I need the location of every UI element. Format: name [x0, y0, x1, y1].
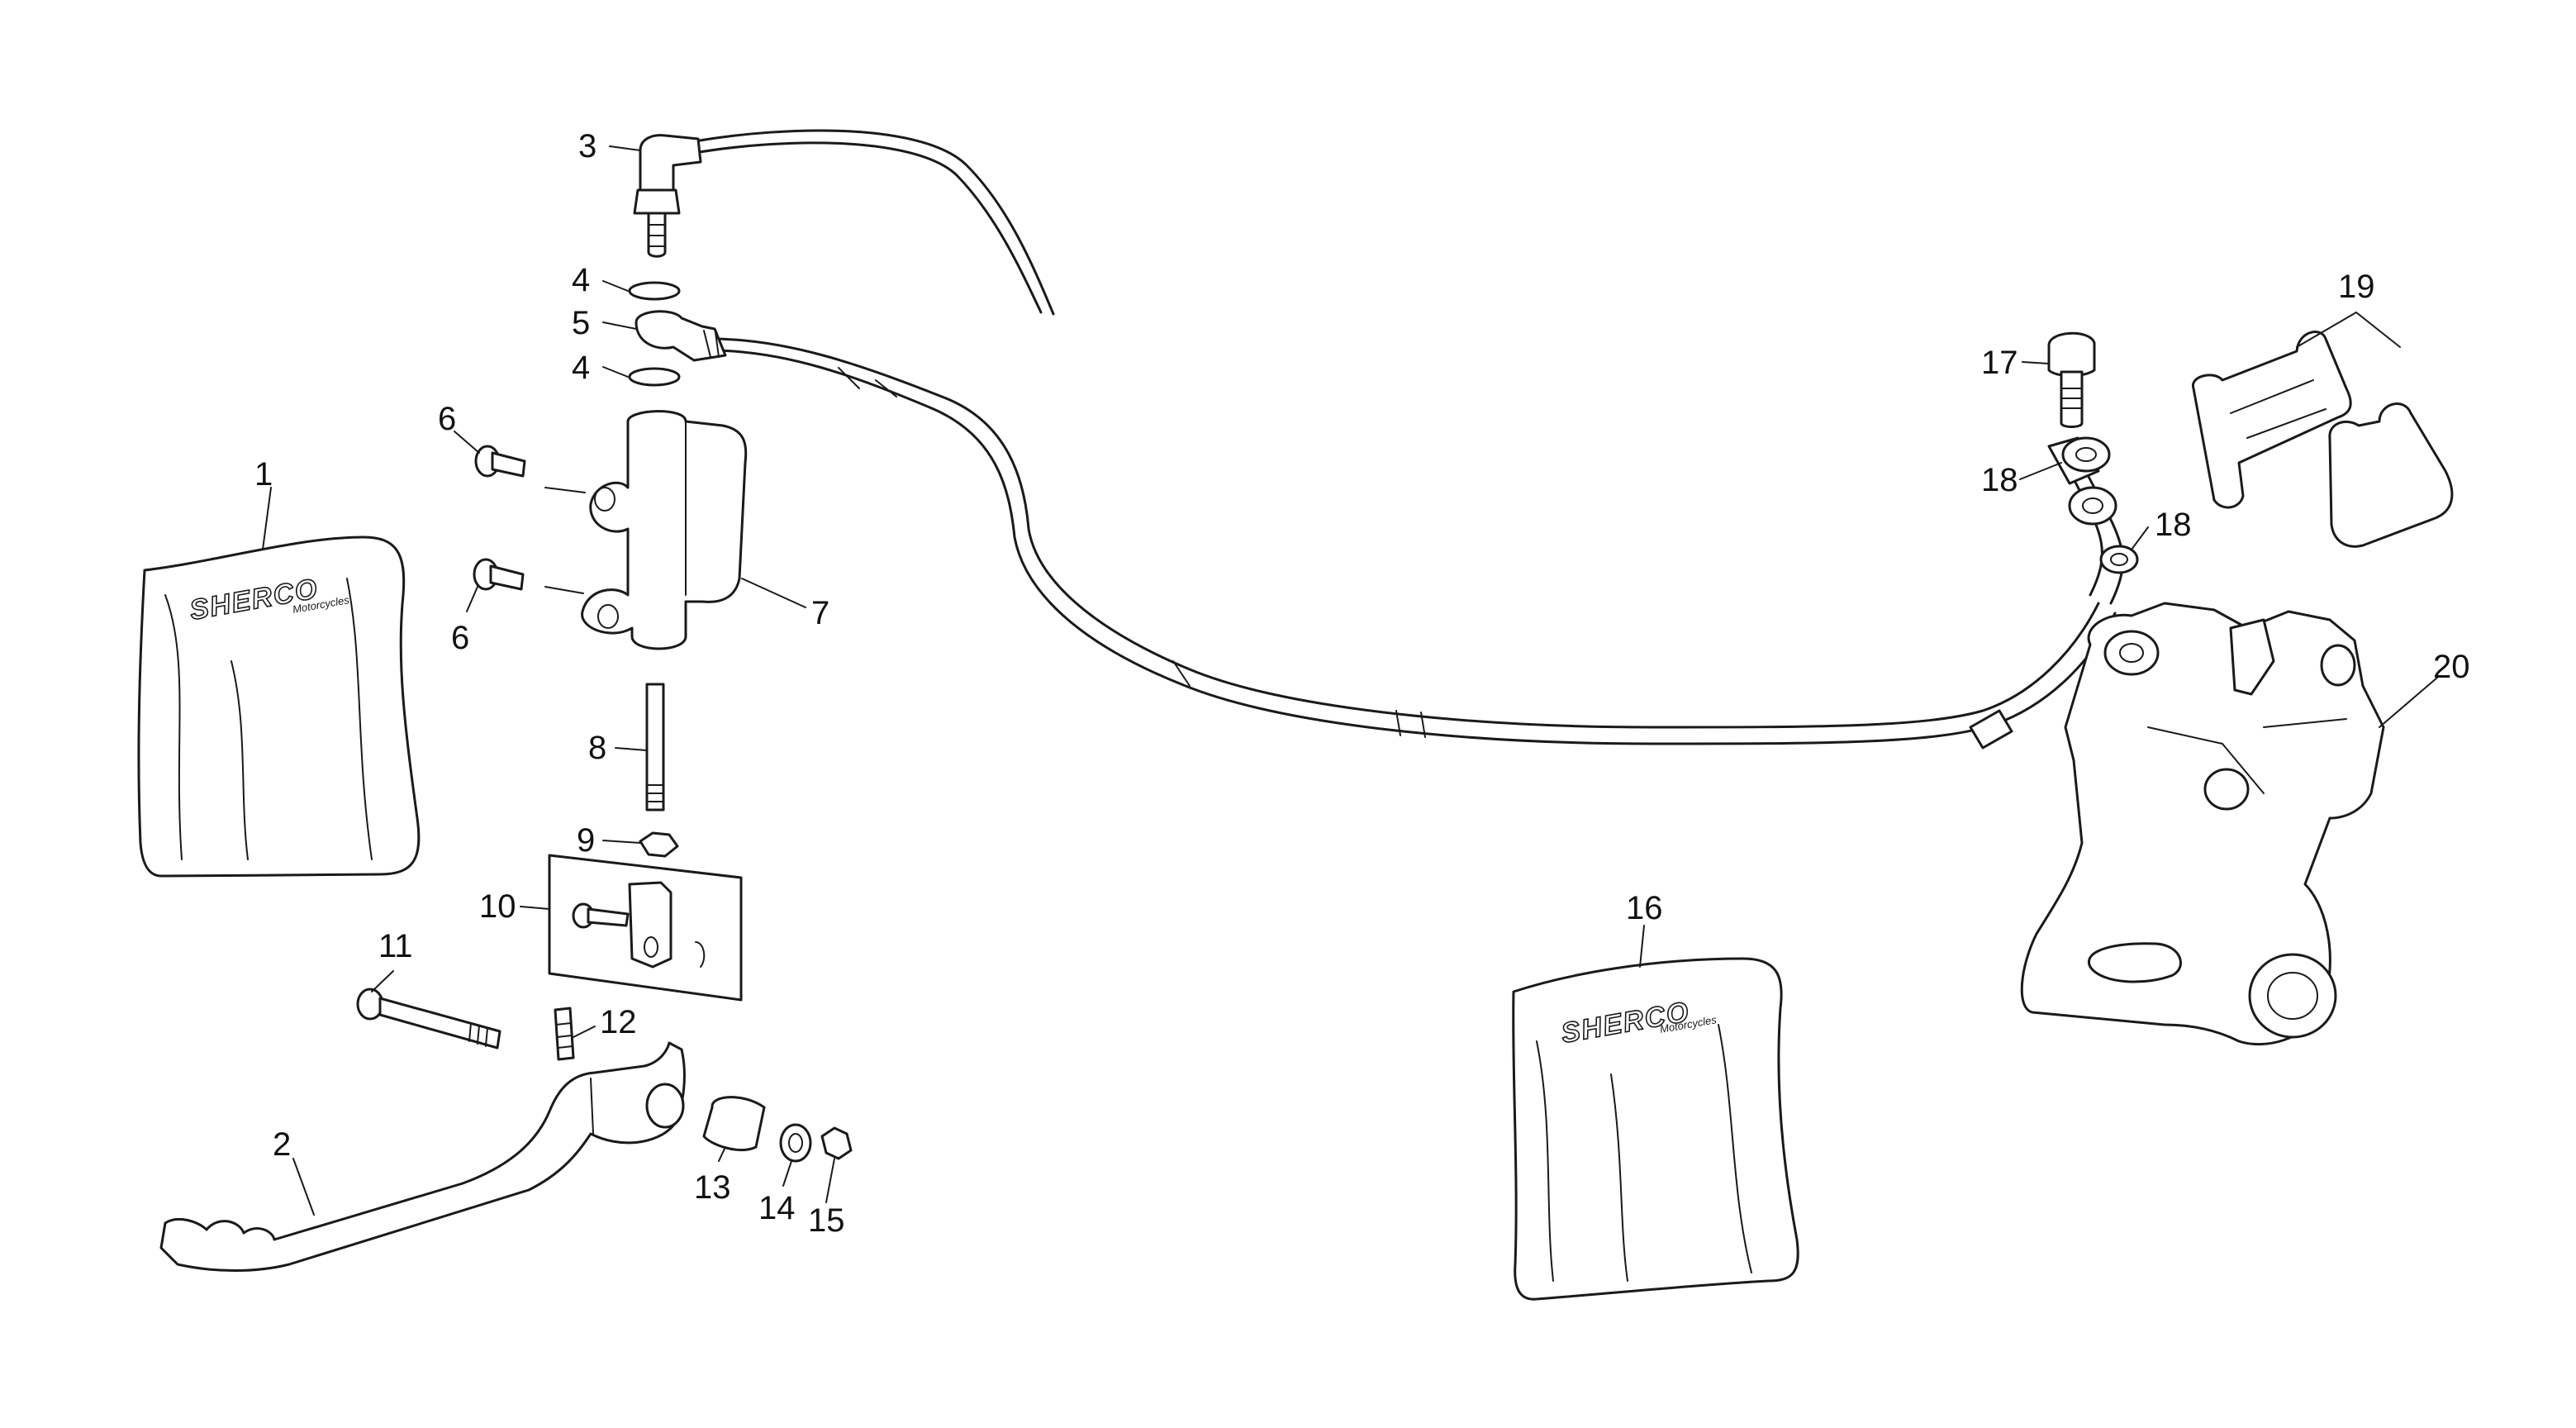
part-4-washer-lower: [628, 367, 681, 387]
part-2-brake-pedal: [159, 1041, 686, 1272]
callout-14: 14: [758, 1190, 796, 1226]
callout-9: 9: [577, 822, 595, 859]
leader-lines: [262, 145, 2438, 1216]
main-brake-hose: [709, 337, 2117, 745]
callout-18-lower: 18: [2155, 507, 2192, 543]
callout-10: 10: [479, 888, 516, 925]
part-1-bag: SHERCO Motorcycles: [137, 536, 421, 878]
part-17-bolt: [2047, 331, 2096, 428]
part-11-pivot-bolt: [356, 988, 501, 1050]
part-15-nut: [820, 1126, 853, 1160]
callout-17: 17: [1981, 345, 2018, 381]
part-13-spacer: [702, 1096, 766, 1152]
callout-4-upper: 4: [572, 262, 590, 298]
part-5-banjo-fitting: [634, 310, 727, 362]
part-18-washer-upper: [2061, 436, 2111, 473]
part-9-nut: [639, 831, 679, 858]
part-19-brake-pad-front: [2192, 331, 2352, 509]
part-18-washer-lower: [2099, 545, 2139, 574]
callout-11: 11: [378, 928, 413, 964]
part-8-push-rod: [645, 683, 665, 812]
callout-18-upper: 18: [1981, 462, 2018, 498]
part-7-master-cylinder: [581, 410, 748, 650]
callout-2: 2: [273, 1126, 291, 1163]
part-20-brake-caliper: [2020, 602, 2385, 1046]
callout-12: 12: [600, 1004, 637, 1040]
part-3-elbow-fitting: [633, 134, 702, 258]
callout-19: 19: [2338, 269, 2375, 305]
callout-5: 5: [572, 305, 590, 341]
callout-16: 16: [1626, 890, 1663, 926]
callout-7: 7: [811, 595, 829, 631]
callout-numbers: 1 2 3 4 5 4 6 6 7 8 9 10 11 12 13 14 15 …: [254, 128, 2470, 1239]
part-6-bolt-upper: [474, 445, 526, 478]
part-14-washer: [779, 1123, 812, 1163]
callout-15: 15: [808, 1202, 845, 1239]
part-6-bolt-lower: [473, 558, 525, 591]
part-19-brake-pad-rear: [2328, 402, 2454, 548]
part-4-washer-upper: [628, 281, 681, 301]
callout-4-lower: 4: [572, 350, 590, 386]
callout-6-upper: 6: [438, 401, 456, 437]
callout-20: 20: [2433, 649, 2470, 685]
caliper-banjo: [2068, 486, 2117, 526]
callout-3: 3: [578, 128, 596, 164]
callout-1: 1: [254, 456, 273, 493]
callout-8: 8: [588, 730, 606, 766]
part-16-bag: SHERCO Motorcycles: [1512, 957, 1799, 1301]
callout-6-lower: 6: [451, 620, 469, 656]
callout-13: 13: [694, 1169, 731, 1206]
part-12-stud: [554, 1007, 575, 1061]
upper-brake-hose: [688, 129, 1055, 316]
part-10-clevis-kit: [548, 854, 743, 1002]
